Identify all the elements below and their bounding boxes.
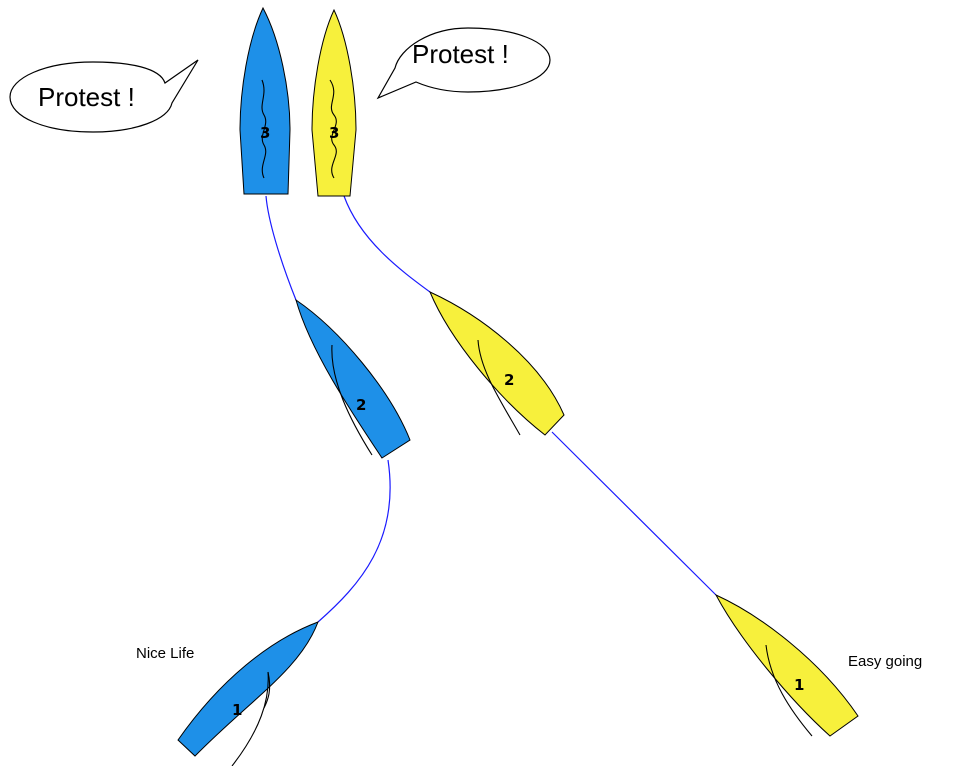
blue-boat-number-1: 1 bbox=[232, 701, 242, 719]
yellow-boat-number-2: 2 bbox=[504, 371, 514, 389]
yellow-boat-position-1: 1 bbox=[714, 593, 859, 737]
yellow-boat-label: Easy going bbox=[848, 653, 922, 670]
yellow-boat-position-3: 3 bbox=[311, 8, 357, 197]
blue-boat-number-3: 3 bbox=[260, 124, 270, 142]
blue-boat-position-1: 1 bbox=[177, 621, 319, 766]
yellow-speech-bubble: Protest ! bbox=[376, 27, 551, 100]
blue-boat-position-2: 2 bbox=[295, 298, 411, 459]
blue-speech-bubble: Protest ! bbox=[9, 59, 199, 133]
yellow-speech-text: Protest ! bbox=[412, 39, 509, 69]
yellow-boat-number-1: 1 bbox=[794, 676, 804, 694]
blue-speech-text: Protest ! bbox=[38, 82, 135, 112]
yellow-boat-position-2: 2 bbox=[429, 291, 565, 436]
yellow-boat-track bbox=[343, 195, 717, 596]
blue-boat-position-3: 3 bbox=[239, 6, 291, 195]
blue-boat-label: Nice Life bbox=[136, 645, 194, 662]
blue-boat-number-2: 2 bbox=[356, 396, 366, 414]
yellow-boat-number-3: 3 bbox=[329, 124, 339, 142]
